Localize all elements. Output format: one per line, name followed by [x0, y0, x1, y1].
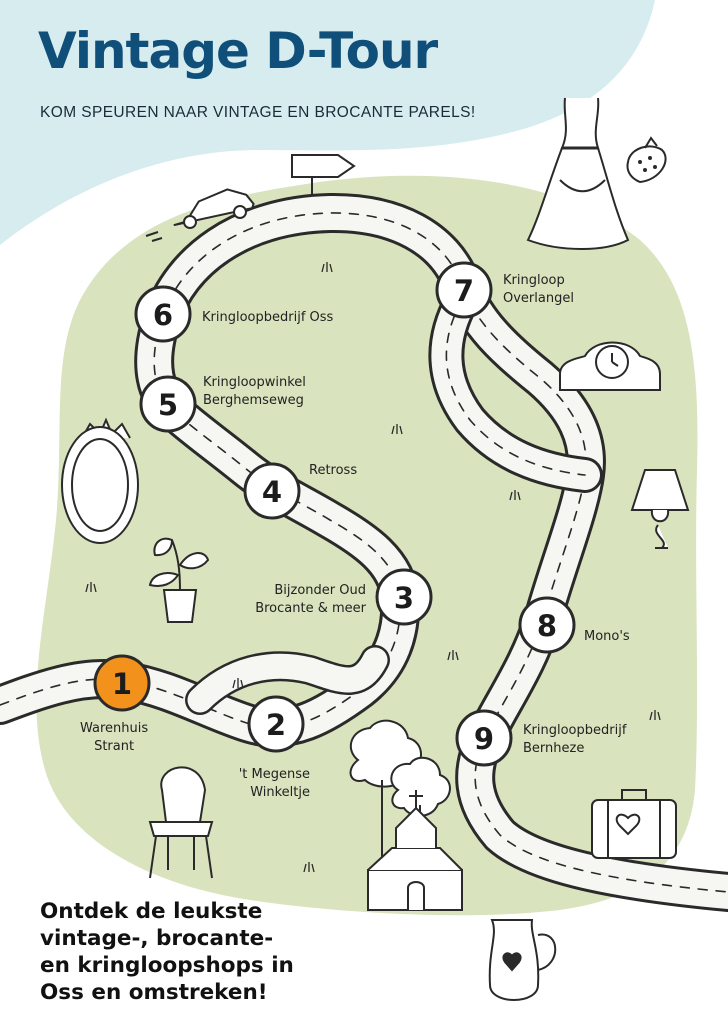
- stop-label-6[interactable]: Kringloopbedrijf Oss: [202, 309, 333, 327]
- sky-background: [0, 0, 655, 245]
- stop-label-line: Warenhuis: [80, 721, 149, 736]
- stop-label-3[interactable]: Bijzonder Oud Brocante & meer: [238, 582, 366, 618]
- church-trees-icon: [349, 719, 463, 911]
- tagline-line: vintage-, brocante-: [40, 926, 274, 951]
- stop-marker-2[interactable]: 2: [247, 695, 305, 753]
- stop-marker-1[interactable]: 1: [93, 654, 151, 712]
- stop-number-8: 8: [537, 609, 557, 643]
- stop-marker-5[interactable]: 5: [139, 375, 197, 433]
- stop-label-line: Retross: [309, 463, 358, 478]
- stop-label-9[interactable]: Kringloopbedrijf Bernheze: [523, 722, 626, 758]
- stop-number-5: 5: [158, 388, 178, 422]
- stop-label-line: Kringloopbedrijf Oss: [202, 310, 334, 325]
- stop-label-line: Strant: [94, 739, 135, 754]
- stop-label-line: Bernheze: [523, 741, 585, 756]
- road-connector: [185, 645, 390, 715]
- stop-label-8[interactable]: Mono's: [584, 628, 630, 646]
- stop-label-line: Kringloopbedrijf: [523, 723, 627, 738]
- tagline: Ontdek de leukste vintage-, brocante- en…: [40, 898, 294, 1006]
- stop-label-line: Mono's: [584, 629, 630, 644]
- strawberry-icon: [626, 136, 667, 184]
- stop-number-3: 3: [394, 581, 414, 615]
- signpost-icon: [291, 154, 356, 196]
- mirror-icon: [61, 417, 139, 544]
- plant-icon: [148, 537, 210, 623]
- stop-label-7[interactable]: Kringloop Overlangel: [503, 272, 574, 308]
- stop-number-4: 4: [262, 475, 282, 509]
- stop-label-line: Overlangel: [503, 291, 574, 306]
- stop-number-1: 1: [112, 667, 132, 701]
- stop-label-1[interactable]: Warenhuis Strant: [80, 720, 148, 756]
- dress-icon: [526, 97, 630, 250]
- stop-label-5[interactable]: Kringloopwinkel Berghemseweg: [203, 374, 306, 410]
- tagline-line: Oss en omstreken!: [40, 980, 268, 1005]
- stop-label-line: 't Megense: [238, 767, 310, 782]
- tagline-line: en kringloopshops in: [40, 953, 294, 978]
- stop-number-7: 7: [454, 274, 474, 308]
- tagline-line: Ontdek de leukste: [40, 899, 263, 924]
- lamp-icon: [630, 469, 690, 549]
- stop-label-line: Winkeltje: [250, 785, 310, 800]
- stop-marker-7[interactable]: 7: [435, 261, 493, 319]
- car-icon: [145, 188, 255, 242]
- stop-label-line: Kringloop: [503, 273, 565, 288]
- stop-label-2[interactable]: 't Megense Winkeltje: [228, 766, 310, 802]
- stop-number-2: 2: [266, 708, 286, 742]
- stop-marker-6[interactable]: 6: [134, 285, 192, 343]
- page-title: Vintage D-Tour: [38, 22, 438, 80]
- stop-marker-8[interactable]: 8: [518, 596, 576, 654]
- suitcase-icon: [591, 789, 677, 859]
- jug-icon: [488, 919, 557, 1001]
- stop-label-line: Bijzonder Oud: [274, 583, 366, 598]
- stop-number-9: 9: [474, 722, 494, 756]
- chair-icon: [148, 766, 214, 879]
- stop-label-line: Brocante & meer: [255, 601, 366, 616]
- stop-label-4[interactable]: Retross: [309, 462, 357, 480]
- road-main: [0, 192, 728, 912]
- road-branch: [428, 282, 603, 493]
- stop-marker-3[interactable]: 3: [375, 568, 433, 626]
- stop-label-line: Kringloopwinkel: [203, 375, 306, 390]
- stop-label-line: Berghemseweg: [203, 393, 304, 408]
- grass-tufts: [85, 262, 661, 873]
- page-subtitle: KOM SPEUREN NAAR VINTAGE EN BROCANTE PAR…: [40, 104, 476, 121]
- stop-marker-4[interactable]: 4: [243, 462, 301, 520]
- stop-number-6: 6: [153, 298, 173, 332]
- clock-icon: [559, 341, 661, 391]
- stop-marker-9[interactable]: 9: [455, 709, 513, 767]
